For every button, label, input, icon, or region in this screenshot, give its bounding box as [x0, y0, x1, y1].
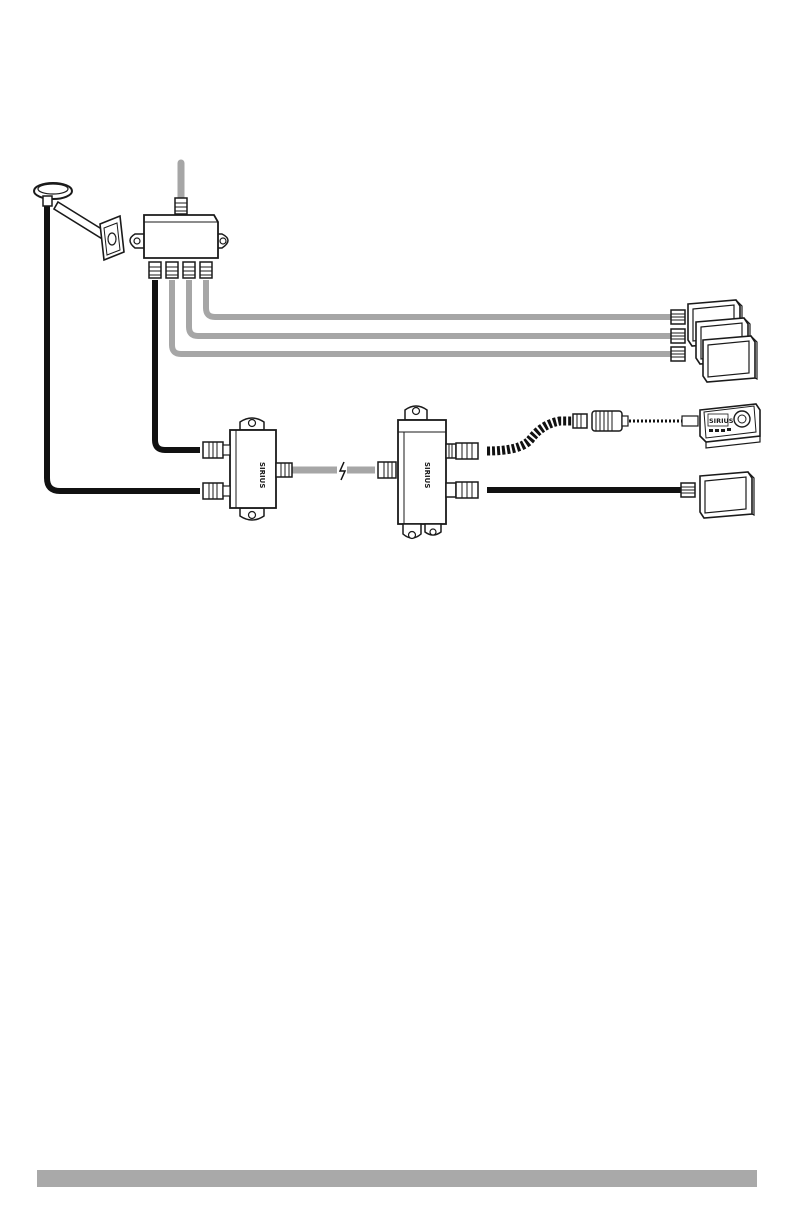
footer-bar: [37, 1170, 757, 1187]
tv-monitor-icon: [681, 472, 754, 518]
break-symbol-icon: [340, 462, 345, 480]
gray-cable-2: [189, 280, 673, 336]
two-way-splitter-icon: SIRIUS: [203, 418, 292, 520]
inline-connector-icon: [573, 411, 698, 431]
gray-cable-1: [206, 280, 673, 317]
wall-mount-bracket-icon: [100, 216, 124, 260]
tv-monitor-icon: [703, 336, 757, 382]
signal-combiner-icon: SIRIUS: [378, 406, 478, 539]
coiled-cable: [487, 421, 573, 451]
four-way-splitter-icon: [130, 198, 228, 278]
black-cable-splitter: [155, 280, 200, 450]
cables: [47, 163, 685, 491]
satellite-radio-receiver-icon: SIRIUS: [700, 404, 760, 448]
tv-monitor-group: [671, 300, 757, 382]
receiver-faceplate-logo: SIRIUS: [709, 417, 734, 425]
splitter-a-logo: SIRIUS: [258, 462, 266, 488]
splitter-b-logo: SIRIUS: [423, 462, 431, 488]
